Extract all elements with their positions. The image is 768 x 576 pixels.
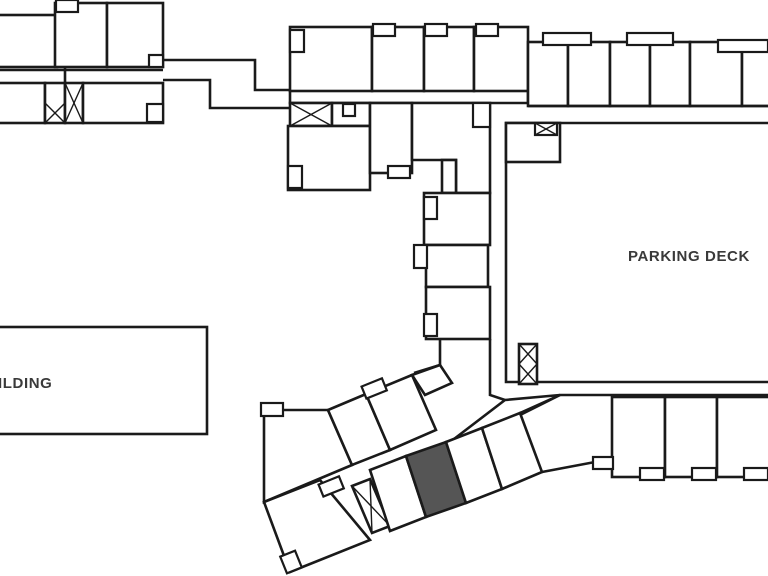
top-center-block [286,22,530,195]
building: ILDING [0,325,209,436]
connector-corridor [163,58,290,110]
middle-unit-stack [412,191,506,402]
lower-right-units [591,395,768,482]
parking-deck: PARKING DECK [504,121,768,386]
top-left-wing [0,0,165,125]
building-label: ILDING [0,375,52,392]
top-right-wing [526,31,768,108]
lower-diagonal-wing [259,363,768,575]
parking-deck-label: PARKING DECK [628,248,750,265]
